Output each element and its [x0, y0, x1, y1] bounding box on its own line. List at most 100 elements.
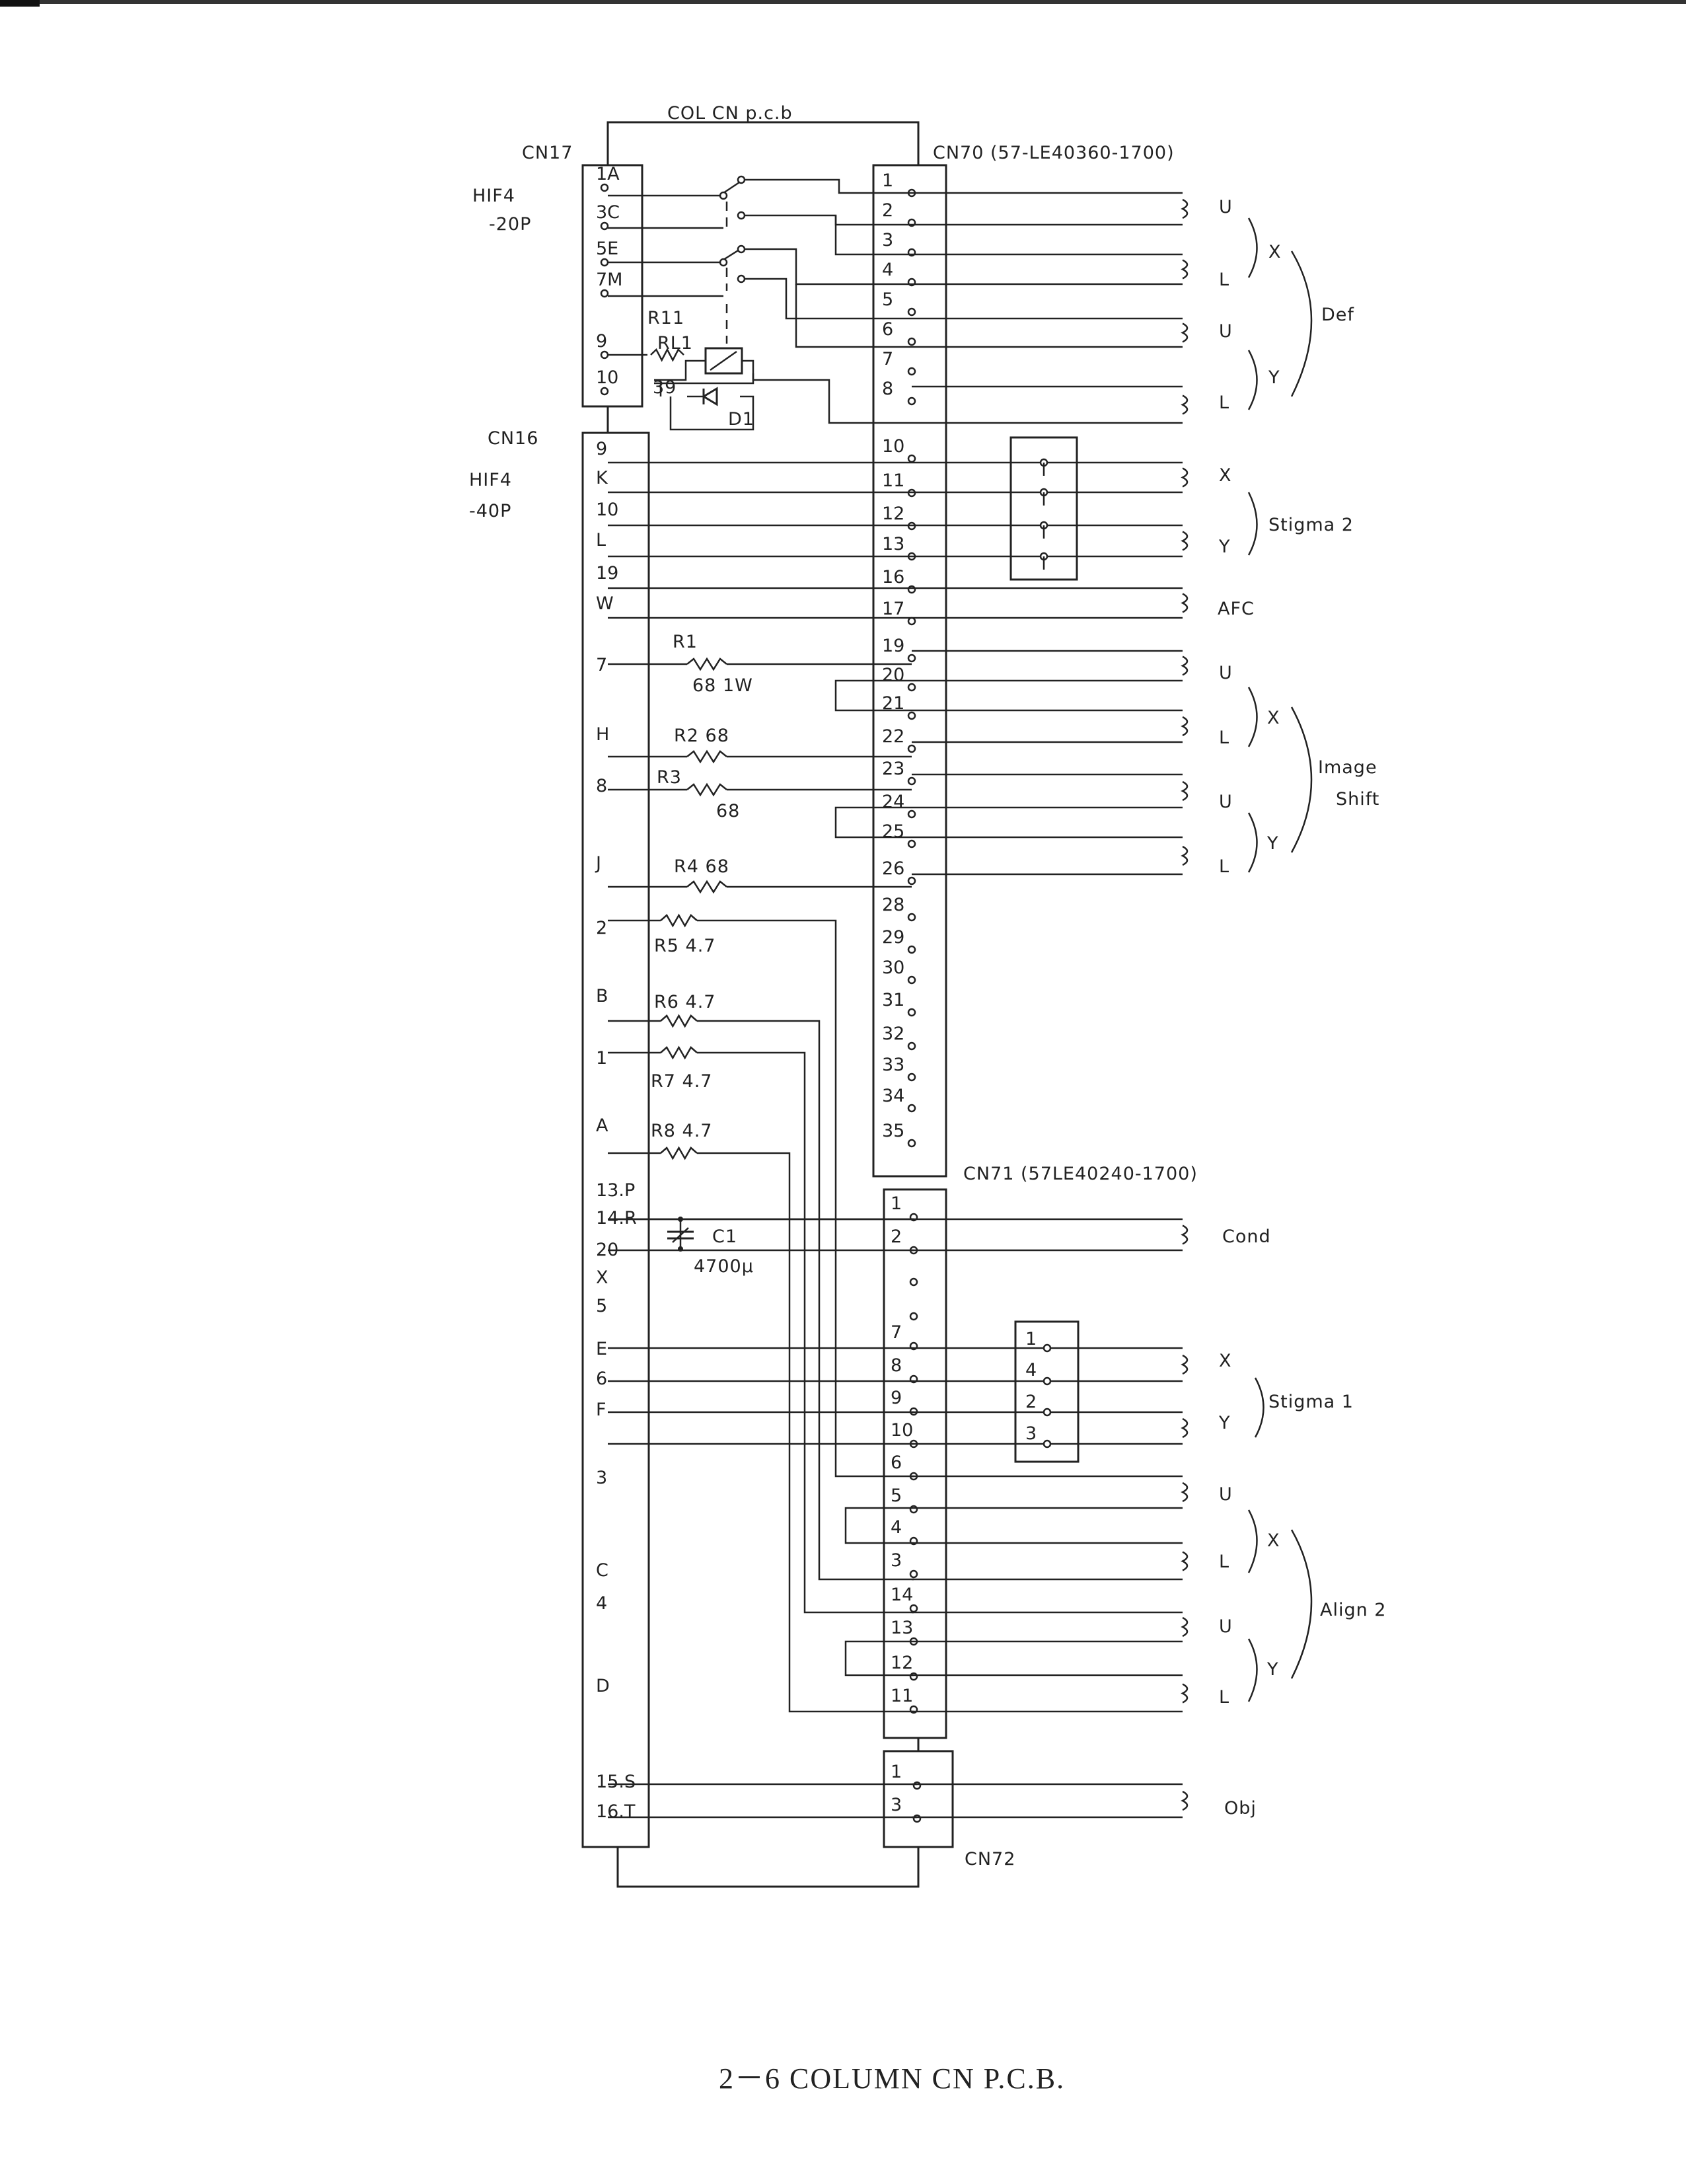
cn72-pin-terminal [912, 1814, 922, 1823]
cn70-pin-terminal [907, 810, 916, 819]
figure-caption: 2－6 COLUMN CN P.C.B. [719, 2062, 1065, 2095]
cn70-pin-terminal [907, 654, 916, 663]
stigma2-label: Stigma 2 [1268, 515, 1354, 535]
wires [608, 178, 917, 1819]
cn17-pin-label: 9 [596, 331, 607, 352]
coil-symbol [1181, 531, 1189, 551]
cn70-pin-label: 17 [882, 599, 904, 619]
cn70-pin-label: 34 [882, 1086, 904, 1106]
imageshift-label2: Shift [1336, 789, 1379, 810]
cn16-pin-label: 10 [596, 500, 618, 520]
cn17-type2: -20P [489, 214, 531, 235]
r5-label: R5 4.7 [654, 936, 715, 956]
cn16-pin-label: 16.T [596, 1801, 636, 1822]
cn16-pin-label: 14.R [596, 1208, 637, 1228]
stigma1-label: Stigma 1 [1268, 1392, 1354, 1412]
cn16-pin-label: E [596, 1339, 607, 1359]
coil-stig2-y-label: Y [1218, 537, 1231, 557]
cn16-pin-label: W [596, 593, 614, 614]
c1-label: C1 [712, 1226, 737, 1247]
coil-symbol [1181, 198, 1189, 219]
r7-label: R7 4.7 [651, 1071, 712, 1092]
cn70-pin-terminal [907, 337, 916, 346]
cn16-pin-label: 8 [596, 776, 607, 796]
cn70-label: CN70 (57-LE40360-1700) [933, 143, 1175, 163]
cn70-pin-terminal [907, 876, 916, 885]
cn17-pin-terminal [600, 350, 609, 359]
wire [741, 248, 912, 285]
cn70-pin-terminal [907, 1073, 916, 1082]
r4-label: R4 68 [674, 856, 729, 877]
cn16-pin-label: H [596, 724, 609, 745]
coil-al-yl-label: L [1219, 1687, 1229, 1708]
board-outline [606, 121, 920, 1888]
cn71-pin-label: 9 [891, 1388, 902, 1408]
cn70-pin-terminal [907, 839, 916, 848]
cn70-pin-terminal [907, 617, 916, 626]
d1-label: D1 [728, 409, 754, 430]
cn70-pin-label: 31 [882, 990, 904, 1010]
cn70-pin-label: 7 [882, 349, 893, 369]
cn17-pin-label: 5E [596, 239, 618, 259]
coil-stig1-y-label: Y [1218, 1413, 1231, 1433]
cn70-pin-terminal [907, 683, 916, 692]
cn71-pin-label: 7 [891, 1322, 902, 1343]
coil-symbol [1181, 780, 1189, 802]
cn70-pin-label: 5 [882, 289, 893, 310]
cn16-pin-label: 9 [596, 439, 607, 459]
cn72-label: CN72 [965, 1849, 1015, 1869]
coil-symbol [1181, 1790, 1189, 1811]
stigma1-terminal [1043, 1439, 1052, 1449]
stigma1-box-pin: 3 [1025, 1423, 1037, 1444]
def-y: Y [1268, 367, 1280, 388]
wire [697, 919, 914, 1478]
r8-label: R8 4.7 [651, 1121, 712, 1141]
coil-def-xu-label: U [1219, 197, 1233, 217]
cn16-block [581, 432, 650, 1848]
coil-symbol [1181, 1551, 1189, 1571]
cn16-pin-label: B [596, 986, 608, 1006]
cn16-pin-label: 5 [596, 1296, 607, 1316]
coil-stig1-x-label: X [1219, 1351, 1232, 1371]
coil-symbol [1181, 1417, 1189, 1439]
cn71-pin-label: 13 [891, 1618, 913, 1638]
r1-value: 68 1W [692, 675, 753, 696]
wire [697, 1020, 914, 1581]
cn16-pin-label: D [596, 1676, 610, 1696]
cn17-pin-label: 10 [596, 367, 618, 388]
cn71-pin-label: 5 [891, 1486, 902, 1506]
resistor-symbol [650, 348, 684, 362]
cn71-pin-label: 6 [891, 1452, 902, 1473]
r6-label: R6 4.7 [654, 992, 715, 1012]
wire [834, 215, 912, 256]
r3-value: 68 [716, 801, 740, 821]
align2-label: Align 2 [1320, 1600, 1387, 1620]
right-pin-labels: 1234567810111213161719202122232425262829… [882, 170, 922, 1823]
cn70-pin-terminal [907, 975, 916, 985]
cn70-pin-label: 29 [882, 927, 904, 948]
resistor-symbol [686, 657, 727, 671]
coil-symbol [1181, 1683, 1189, 1704]
cn71-label: CN71 (57LE40240-1700) [963, 1164, 1198, 1184]
coil-is-xl-label: L [1219, 728, 1229, 748]
obj-label: Obj [1224, 1798, 1257, 1819]
cn70-pin-label: 6 [882, 319, 893, 340]
cn71-pin-label: 11 [891, 1686, 913, 1706]
cn72-pin-label: 1 [891, 1762, 902, 1782]
cn17-pin-terminal [600, 221, 609, 231]
coil-symbol [1181, 1354, 1189, 1375]
resistor-symbol [660, 1045, 698, 1060]
jumper-wire [844, 1507, 914, 1544]
coil-al-xl-label: L [1219, 1552, 1229, 1572]
cn70-pin-label: 20 [882, 665, 904, 685]
cn70-pin-terminal [907, 711, 916, 720]
cn70-pin-terminal [907, 396, 916, 406]
cn70-pin-terminal [907, 307, 916, 317]
cn71-block [883, 1188, 947, 1739]
cn70-pin-label: 11 [882, 471, 904, 491]
cn16-pin-label: X [596, 1267, 608, 1288]
cn16-pin-label: C [596, 1560, 608, 1581]
wire [741, 178, 912, 194]
